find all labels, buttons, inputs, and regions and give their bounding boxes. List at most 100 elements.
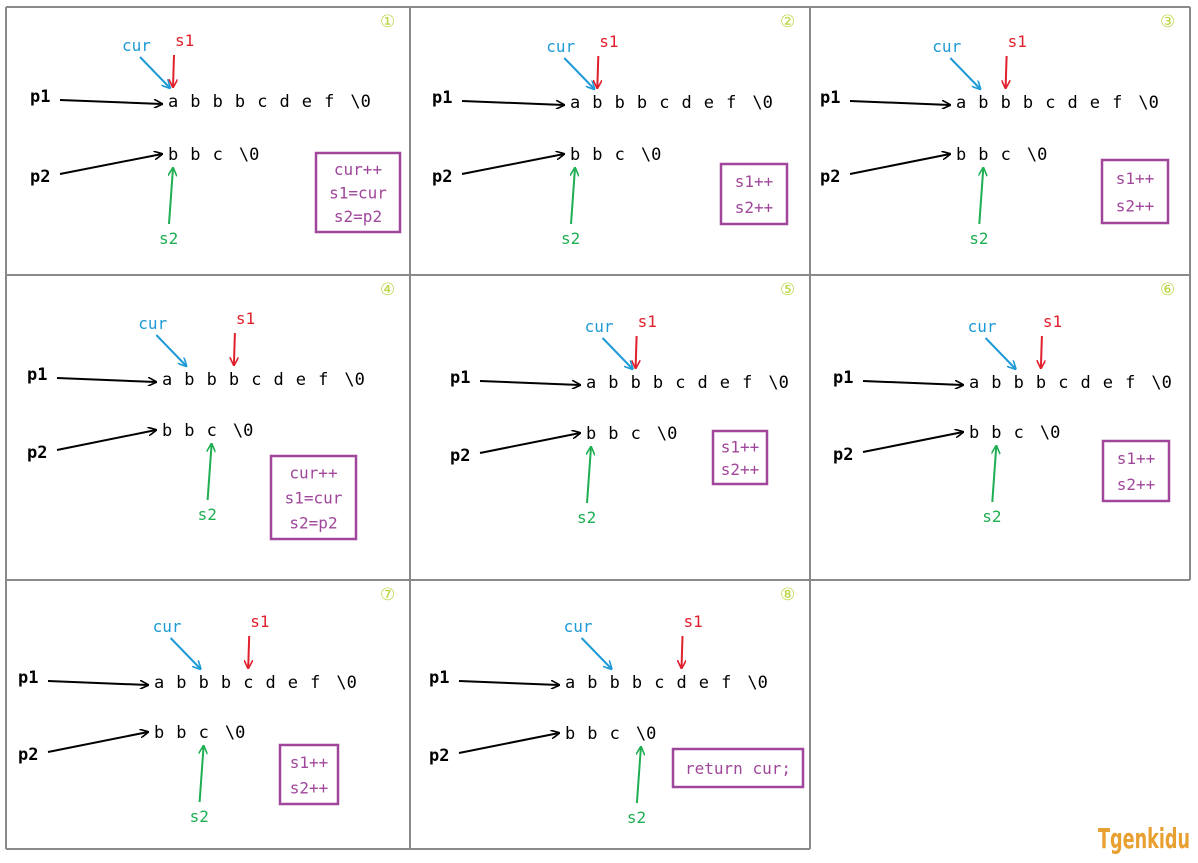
s2-label: s2 bbox=[159, 229, 178, 248]
p2-arrow bbox=[849, 154, 950, 175]
p1-char: b bbox=[632, 673, 642, 693]
p2-char: \0 bbox=[657, 424, 677, 444]
code-box-border bbox=[278, 743, 340, 806]
s1-arrow bbox=[1041, 335, 1042, 368]
p1-char: f bbox=[726, 93, 736, 113]
cur-arrow bbox=[601, 337, 633, 369]
s2-label: s2 bbox=[561, 229, 580, 248]
p1-char: a bbox=[570, 93, 580, 113]
p2-char: \0 bbox=[239, 145, 259, 165]
p1-char: f bbox=[721, 673, 731, 693]
p2-char: c bbox=[615, 145, 625, 165]
p2-char: b bbox=[190, 145, 200, 165]
p1-char: e bbox=[720, 373, 730, 393]
p1-label: p1 bbox=[27, 365, 47, 385]
s1-arrow bbox=[682, 635, 683, 668]
p1-char: \0 bbox=[344, 370, 364, 390]
p2-arrow bbox=[461, 154, 564, 175]
p1-char: a bbox=[956, 93, 966, 113]
p1-label: p1 bbox=[450, 368, 470, 388]
p2-label: p2 bbox=[429, 746, 449, 766]
p1-char: b bbox=[1001, 93, 1011, 113]
p2-char: b bbox=[587, 724, 597, 744]
cur-label: cur bbox=[932, 37, 961, 56]
p1-char: f bbox=[1125, 373, 1135, 393]
s2-arrow bbox=[169, 168, 173, 225]
code-line: s1++ bbox=[735, 172, 774, 191]
p1-char: c bbox=[1045, 93, 1055, 113]
p1-char: b bbox=[610, 673, 620, 693]
p2-char: c bbox=[631, 424, 641, 444]
s2-arrow bbox=[208, 444, 212, 501]
p2-char: b bbox=[570, 145, 580, 165]
p2-char: \0 bbox=[225, 723, 245, 743]
p1-char: a bbox=[565, 673, 575, 693]
p1-char: a bbox=[154, 673, 164, 693]
p2-char: b bbox=[586, 424, 596, 444]
p1-label: p1 bbox=[833, 368, 853, 388]
step-number: ① bbox=[380, 12, 395, 32]
p1-char: b bbox=[978, 93, 988, 113]
code-line: s1=cur bbox=[285, 489, 343, 508]
s1-arrow bbox=[636, 335, 637, 368]
p2-char: b bbox=[168, 145, 178, 165]
code-box: s1++s2++ bbox=[278, 743, 340, 806]
p1-label: p1 bbox=[18, 668, 38, 688]
p1-char: b bbox=[229, 370, 239, 390]
s2-label: s2 bbox=[198, 505, 217, 524]
p1-char: b bbox=[587, 673, 597, 693]
p1-char: c bbox=[654, 673, 664, 693]
p1-char: e bbox=[1103, 373, 1113, 393]
p1-arrow bbox=[862, 380, 963, 385]
code-line: cur++ bbox=[334, 160, 382, 179]
p1-char: d bbox=[266, 673, 276, 693]
s1-arrow bbox=[234, 332, 235, 365]
p1-char: b bbox=[190, 92, 200, 112]
cur-label: cur bbox=[138, 314, 167, 333]
p1-arrow bbox=[56, 377, 156, 382]
s1-arrow bbox=[1006, 55, 1007, 88]
p1-char: b bbox=[221, 673, 231, 693]
p1-char: b bbox=[653, 373, 663, 393]
s2-arrow bbox=[979, 168, 983, 225]
code-box: s1++s2++ bbox=[1101, 439, 1171, 503]
cur-arrow bbox=[139, 56, 170, 88]
s2-arrow bbox=[200, 746, 204, 803]
code-box-border bbox=[269, 454, 358, 541]
p2-char: b bbox=[184, 421, 194, 441]
p1-char: d bbox=[280, 92, 290, 112]
p2-char: b bbox=[991, 423, 1001, 443]
p2-char: c bbox=[610, 724, 620, 744]
s2-label: s2 bbox=[577, 508, 596, 527]
p2-label: p2 bbox=[27, 443, 47, 463]
cur-arrow bbox=[580, 637, 612, 669]
p1-arrow bbox=[59, 99, 162, 104]
cur-arrow bbox=[155, 334, 186, 366]
p1-char: c bbox=[251, 370, 261, 390]
p1-char: b bbox=[991, 373, 1001, 393]
s2-arrow bbox=[637, 747, 641, 804]
p1-char: f bbox=[310, 673, 320, 693]
step-number: ⑤ bbox=[780, 280, 795, 300]
step-number: ③ bbox=[1160, 12, 1175, 32]
p2-char: c bbox=[199, 723, 209, 743]
code-box: s1++s2++ bbox=[711, 429, 769, 486]
p1-char: b bbox=[615, 93, 625, 113]
p1-char: e bbox=[699, 673, 709, 693]
p2-char: \0 bbox=[1040, 423, 1060, 443]
s2-arrow bbox=[587, 447, 591, 504]
code-line: s2++ bbox=[290, 778, 329, 797]
s1-label: s1 bbox=[236, 309, 255, 328]
p1-arrow bbox=[461, 100, 564, 105]
p1-char: d bbox=[682, 93, 692, 113]
